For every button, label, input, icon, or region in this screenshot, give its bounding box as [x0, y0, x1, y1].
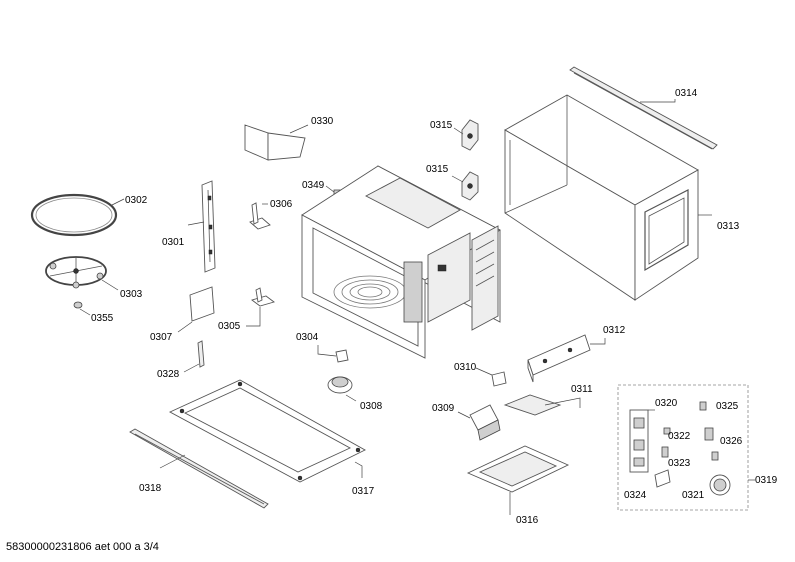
part-0330-bracket	[244, 124, 309, 161]
label-0310: 0310	[454, 362, 477, 373]
part-0318-rail	[129, 428, 269, 509]
label-0318: 0318	[139, 483, 162, 494]
label-0313: 0313	[717, 221, 740, 232]
label-0323: 0323	[668, 458, 691, 469]
label-0315-upper: 0315	[430, 120, 453, 131]
label-0302: 0302	[125, 195, 148, 206]
part-0305-clip	[246, 287, 275, 327]
part-0314-rail	[569, 66, 718, 150]
part-0311-foil	[503, 394, 581, 416]
label-0330: 0330	[311, 116, 334, 127]
part-0313-housing	[504, 94, 712, 301]
part-0303-roller-ring	[45, 256, 119, 291]
label-0309: 0309	[432, 403, 455, 414]
label-0317: 0317	[352, 486, 375, 497]
part-0304-clip	[317, 345, 349, 363]
label-0306: 0306	[270, 199, 293, 210]
label-0307: 0307	[150, 332, 173, 343]
part-0315a-bracket	[453, 119, 479, 151]
part-0309-part	[457, 404, 501, 441]
part-0307-plate	[177, 286, 215, 333]
part-0308-motor	[327, 376, 357, 402]
part-0328-bar	[183, 340, 205, 373]
label-0305: 0305	[218, 321, 241, 332]
label-0301: 0301	[162, 237, 185, 248]
label-0328: 0328	[157, 369, 180, 380]
label-0311: 0311	[571, 384, 593, 395]
label-0308: 0308	[360, 401, 383, 412]
part-0319-control-group	[617, 384, 755, 511]
label-0303: 0303	[120, 289, 143, 300]
label-0316: 0316	[516, 515, 539, 526]
label-0355: 0355	[91, 313, 114, 324]
label-0315-lower: 0315	[426, 164, 449, 175]
part-0301-side-rail	[187, 180, 216, 273]
part-0317-base-frame	[168, 379, 366, 483]
part-0315b-bracket	[451, 171, 479, 201]
part-0310-part	[475, 367, 507, 387]
label-0322: 0322	[668, 431, 691, 442]
label-0326: 0326	[720, 436, 743, 447]
label-0319: 0319	[755, 475, 778, 486]
part-0316-bottom-plate	[466, 445, 570, 515]
label-0325: 0325	[716, 401, 739, 412]
part-oven-cavity	[301, 165, 501, 359]
label-0321: 0321	[682, 490, 705, 501]
document-footer-id: 58300000231806 aet 000 a 3/4	[6, 541, 159, 553]
part-0312-bracket	[527, 334, 606, 383]
label-0304: 0304	[296, 332, 319, 343]
label-0320: 0320	[655, 398, 678, 409]
part-0306-clip	[249, 202, 271, 230]
part-0355-roller	[73, 301, 91, 316]
label-0349: 0349	[302, 180, 325, 191]
label-0324: 0324	[624, 490, 647, 501]
label-0312: 0312	[603, 325, 626, 336]
label-0314: 0314	[675, 88, 698, 99]
part-0302-turntable-ring	[30, 193, 125, 237]
